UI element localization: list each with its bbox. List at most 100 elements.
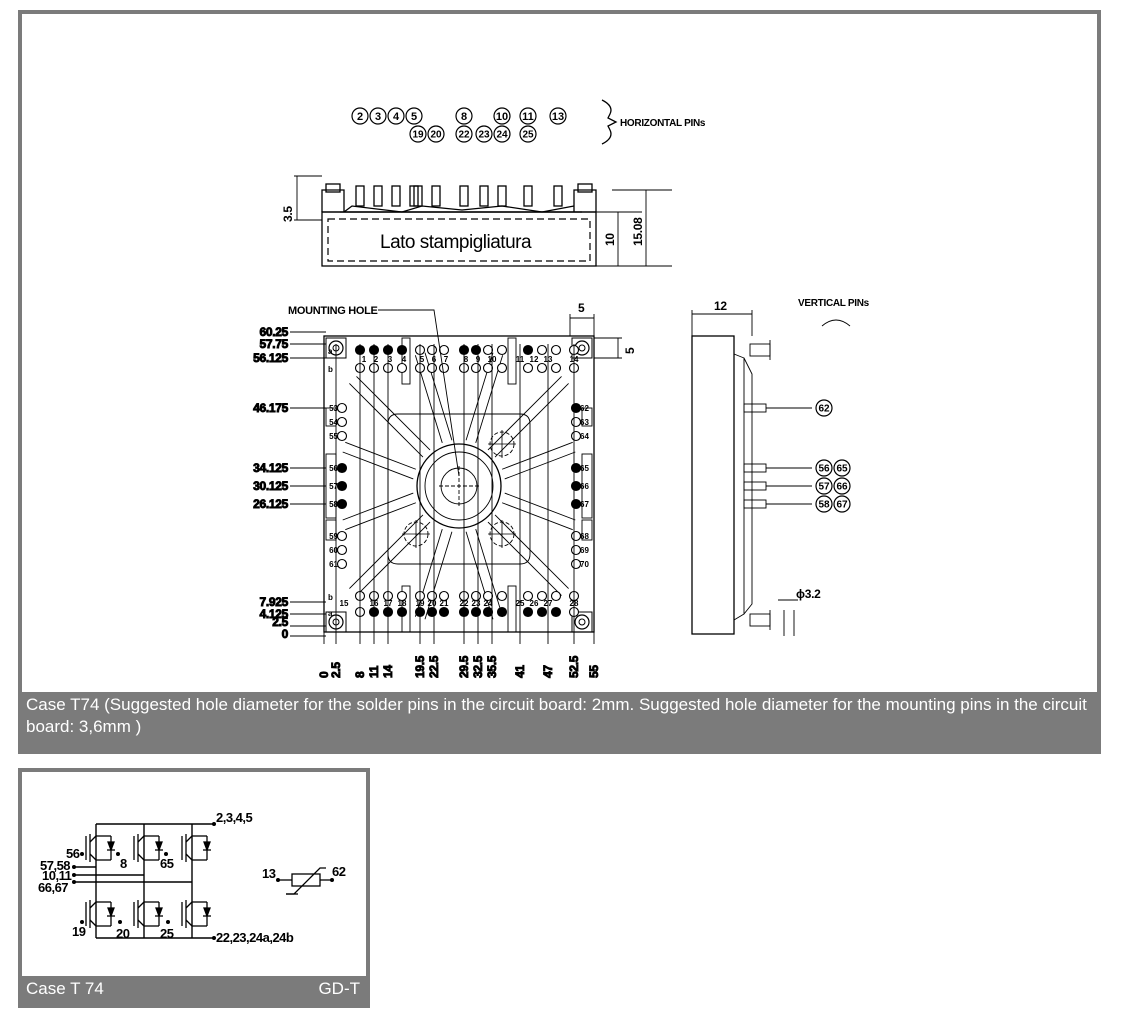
side-pin xyxy=(479,185,489,207)
label-top-rail: 2,3,4,5 xyxy=(216,810,253,825)
bottom-pin-row-b xyxy=(496,590,508,602)
igbt-emitter xyxy=(89,853,97,861)
spoke-edge xyxy=(342,492,414,521)
schematic-panel: 2,3,4,5 22,23,24a,24b 56 8 65 57,58 10,1… xyxy=(18,768,370,1008)
bottom-pin-number: 21 xyxy=(440,599,449,608)
top-pin-row-b xyxy=(470,362,482,374)
left-pin-number: 57 xyxy=(329,482,338,491)
top-pin-row-a xyxy=(470,344,482,356)
x-dim-label: 19.5 xyxy=(413,655,427,678)
label-g19: 19 xyxy=(72,924,86,939)
left-pin xyxy=(336,430,348,442)
right-pin-number: 62 xyxy=(580,404,589,413)
side-pin-56-circle xyxy=(815,459,833,477)
x-dim-label: 11 xyxy=(367,665,381,678)
igbt-emitter xyxy=(185,853,193,861)
top-pin-row-b xyxy=(536,362,548,374)
side-pin xyxy=(413,185,423,207)
right-pin-number: 64 xyxy=(580,432,589,441)
circuit-schematic: 2,3,4,5 22,23,24a,24b 56 8 65 57,58 10,1… xyxy=(38,810,346,945)
right-pin-number: 69 xyxy=(580,546,589,555)
header-pin-23-circle xyxy=(475,125,493,143)
top-pin-row-b xyxy=(482,362,494,374)
side-pin-67: 67 xyxy=(836,500,848,511)
spoke-edge xyxy=(424,531,453,620)
header-pin-20-circle xyxy=(427,125,445,143)
igbt-collector xyxy=(89,901,97,909)
top-pin-number: 8 xyxy=(464,355,469,364)
lato-label: Lato stampigliatura xyxy=(380,232,532,253)
label-g20: 20 xyxy=(116,926,130,941)
label-g25: 25 xyxy=(160,926,174,941)
right-pin-number: 66 xyxy=(580,482,589,491)
igbt-collector xyxy=(185,835,193,843)
top-pin-row-a xyxy=(482,344,494,356)
x-dim-label: 14 xyxy=(381,665,395,678)
diode xyxy=(107,907,115,918)
y-dim-label: 34.125 xyxy=(253,461,289,475)
caption-gd-t: GD-T xyxy=(318,979,360,998)
header-pin-13: 13 xyxy=(552,111,564,123)
bottom-pin-row-a xyxy=(522,606,534,618)
label-5758: 57,58 xyxy=(40,858,70,873)
corner-frame xyxy=(571,611,593,633)
side-pin-right xyxy=(577,183,593,193)
label-ntc-13: 13 xyxy=(262,866,276,881)
spoke-edge xyxy=(501,502,573,531)
dim-10: 10 xyxy=(603,233,617,246)
side-pin-57: 57 xyxy=(818,482,830,493)
x-dim-label: 41 xyxy=(513,665,527,678)
side-pin-66-circle xyxy=(833,477,851,495)
label-g56: 56 xyxy=(66,846,80,861)
x-dim-label: 35.5 xyxy=(485,655,499,678)
igbt-collector xyxy=(185,901,193,909)
side-pin-62-circle xyxy=(815,399,833,417)
top-pin-number: 7 xyxy=(444,355,449,364)
y-dim-label: 46.175 xyxy=(253,401,289,415)
spoke-edge xyxy=(504,451,576,480)
x-dim-label: 52.5 xyxy=(567,655,581,678)
bottom-pin-row-b xyxy=(550,590,562,602)
header-pin-2-circle xyxy=(351,107,369,125)
left-pin-number: 61 xyxy=(329,560,338,569)
x-dim-label: 55 xyxy=(587,665,601,678)
spoke-edge xyxy=(494,383,569,458)
label-g8: 8 xyxy=(120,856,127,871)
plan-view: 1234567891011121314ba1516171819202122232… xyxy=(253,301,637,678)
spoke-edge xyxy=(465,531,494,620)
side-pin-stub xyxy=(743,481,767,491)
side-pin xyxy=(373,185,383,207)
right-pin-number: 68 xyxy=(580,532,589,541)
bottom-pin-row-a xyxy=(426,606,438,618)
left-pin xyxy=(336,558,348,570)
bottom-pin-number: 20 xyxy=(428,599,437,608)
vertical-pins-label: VERTICAL PINs xyxy=(798,298,870,309)
label-1011: 10,11 xyxy=(42,868,72,883)
top-pin-row-b xyxy=(426,362,438,374)
left-pin-number: 53 xyxy=(329,404,338,413)
top-pin-number: 4 xyxy=(402,355,407,364)
header-pin-3-circle xyxy=(369,107,387,125)
side-pin-stub xyxy=(743,463,767,473)
mounting-hole-inner xyxy=(578,344,586,352)
header-pin-23: 23 xyxy=(478,130,490,141)
side-pin-65-circle xyxy=(833,459,851,477)
label-ntc-62: 62 xyxy=(332,864,346,879)
side-pin xyxy=(497,185,507,207)
top-pin-row-a xyxy=(496,344,508,356)
label-a-top: a xyxy=(328,347,333,356)
top-pin-row-a xyxy=(438,344,450,356)
spoke-edge xyxy=(475,529,504,617)
spoke-edge xyxy=(349,383,424,458)
header-pin-24-circle xyxy=(493,125,511,143)
header-pin-11: 11 xyxy=(522,111,534,123)
header-pin-25: 25 xyxy=(522,130,534,141)
igbt-emitter xyxy=(89,919,97,927)
spoke-edge xyxy=(501,441,573,470)
top-pin-row-b xyxy=(522,362,534,374)
bottom-pin-row-a xyxy=(496,606,508,618)
y-dim-label: 60.25 xyxy=(259,325,288,339)
label-b-top: b xyxy=(328,365,333,374)
